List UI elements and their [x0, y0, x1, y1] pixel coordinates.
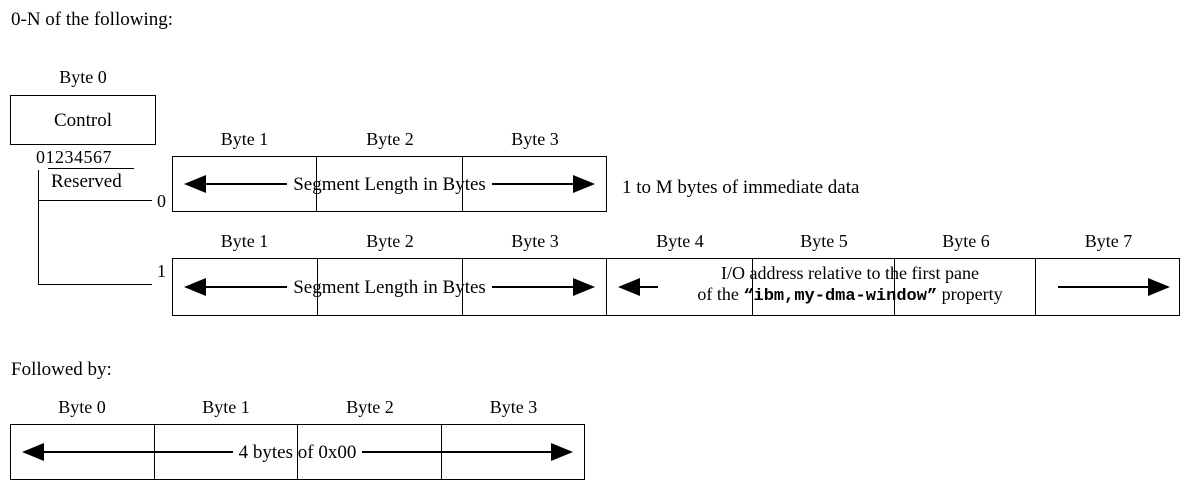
row-dma-byte-label-5: Byte 5: [800, 231, 848, 251]
row-dma-byte-label-1: Byte 1: [220, 231, 269, 251]
row-dma-index: 1: [157, 261, 166, 281]
row-dma-byte-label-7: Byte 7: [1084, 231, 1133, 251]
reserved-label: Reserved: [51, 171, 122, 192]
bit0-tick-upper: [38, 170, 40, 201]
bit0-branch-zero: [38, 200, 152, 202]
reserved-bits-underline: [48, 168, 134, 170]
row-immediate-byte-label-3: Byte 3: [511, 129, 559, 149]
bit0-branch-one: [38, 284, 152, 286]
row-pad-byte-label-2: Byte 2: [346, 397, 394, 417]
row-pad-box: [10, 424, 585, 480]
row-dma-cell-byte4: [607, 259, 753, 315]
row-dma-byte-label-3: Byte 3: [511, 231, 559, 251]
row-pad-byte-label-0: Byte 0: [58, 397, 106, 417]
control-byte-name: Control: [53, 110, 113, 131]
row-dma-address-line1: I/O address relative to the first pane: [721, 263, 979, 283]
row-pad-cell-byte2: [298, 425, 442, 479]
row-dma-address-suffix: property: [937, 284, 1003, 304]
section-title-top: 0-N of the following:: [11, 9, 174, 30]
section-title-bottom: Followed by:: [11, 359, 112, 380]
row-pad-byte-label-3: Byte 3: [489, 397, 538, 417]
row-immediate-byte-label-2: Byte 2: [366, 129, 414, 149]
row-dma-box: [172, 258, 1180, 316]
control-byte-label: Byte 0: [59, 67, 107, 87]
row-dma-cell-byte5: [753, 259, 895, 315]
row-pad-cell-byte0: [11, 425, 155, 479]
row-dma-address-prefix: of the: [697, 284, 744, 304]
row-dma-cell-byte1: [173, 259, 318, 315]
bit0-tick-lower: [38, 200, 40, 285]
row-immediate-cell-byte1: [173, 157, 318, 211]
row-dma-byte-label-2: Byte 2: [366, 231, 414, 251]
row-immediate-cell-byte2: [317, 157, 463, 211]
row-pad-cell-byte3: [442, 425, 585, 479]
row-dma-address-property: “ibm,my-dma-window”: [743, 287, 938, 306]
row-immediate-index: 0: [157, 191, 166, 211]
row-immediate-byte-label-1: Byte 1: [220, 129, 269, 149]
row-dma-byte-label-6: Byte 6: [942, 231, 990, 251]
row-dma-byte-label-4: Byte 4: [656, 231, 704, 251]
row-dma-address-text: I/O address relative to the first pane o…: [640, 263, 1060, 307]
row-pad-cell-byte1: [155, 425, 298, 479]
row-immediate-cell-byte3: [463, 157, 606, 211]
row-pad-byte-label-1: Byte 1: [202, 397, 250, 417]
row-dma-address-line2: of the “ibm,my-dma-window” property: [640, 284, 1060, 307]
row-dma-cell-byte3: [463, 259, 608, 315]
row-immediate-box: [172, 156, 607, 212]
row-dma-cell-byte6: [895, 259, 1037, 315]
control-bit-numbers: 01234567: [36, 147, 112, 167]
row-immediate-trailing-text: 1 to M bytes of immediate data: [622, 177, 860, 198]
row-dma-cell-byte2: [318, 259, 464, 315]
control-byte-box: Control: [10, 95, 156, 145]
